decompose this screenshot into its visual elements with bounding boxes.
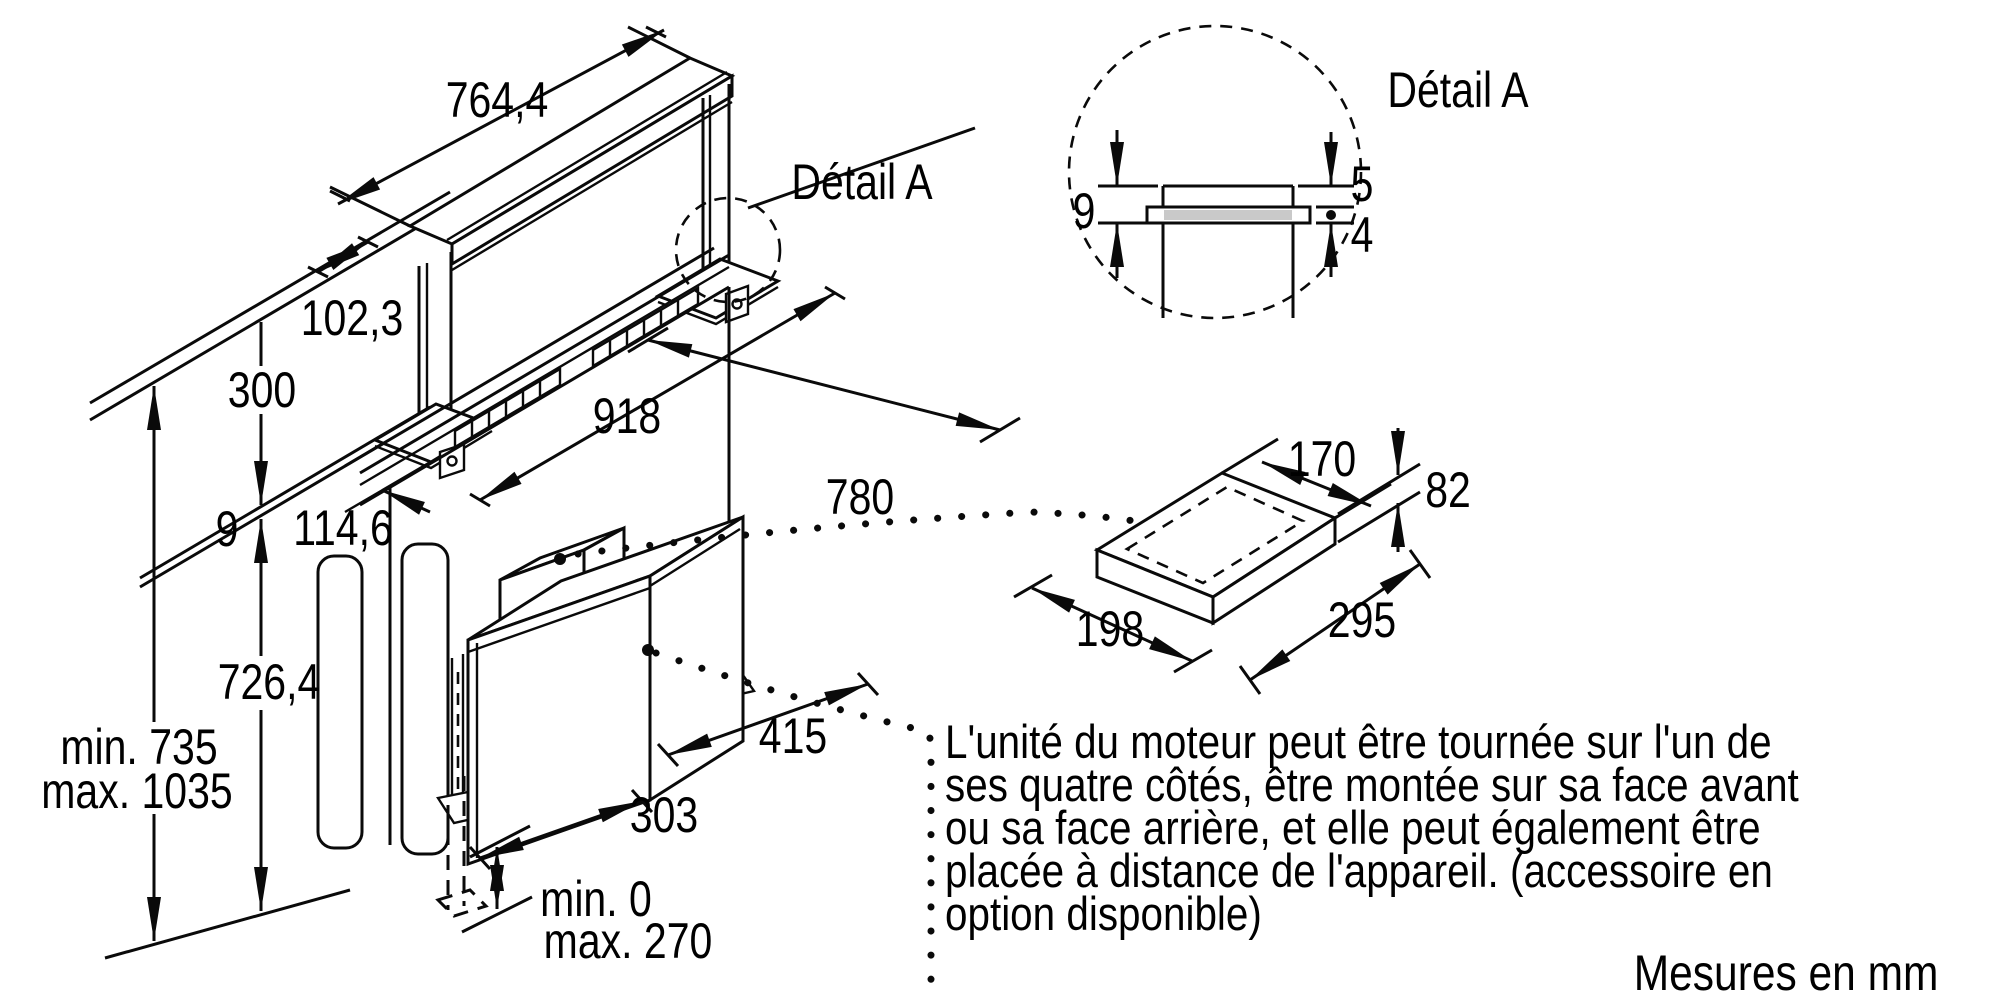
units-note: Mesures en mm <box>1633 945 1938 1000</box>
dim-cutout-width: 918 <box>592 388 662 444</box>
detail-dim-5: 5 <box>1350 156 1374 212</box>
note-line: ses quatre côtés, être montée sur sa fac… <box>945 758 1799 811</box>
dim-height-300: 300 <box>227 362 297 418</box>
filter-box <box>466 514 745 867</box>
main-view <box>89 25 1021 960</box>
motor-dim-198: 198 <box>1075 601 1145 657</box>
motor-unit-note: L'unité du moteur peut être tournée sur … <box>945 715 1938 940</box>
note-line: ou sa face arrière, et elle peut égaleme… <box>945 801 1761 854</box>
detail-dim-9: 9 <box>1072 183 1096 239</box>
dim-height-max: max. 1035 <box>41 763 233 819</box>
dim-duct-303: 303 <box>629 787 699 843</box>
dimension-lines <box>147 25 1021 941</box>
detail-a-view <box>1067 24 1363 320</box>
dim-extension-min: min. 0 <box>540 871 652 927</box>
dim-height-min: min. 735 <box>60 719 218 775</box>
detail-a-marker-label: Détail A <box>791 154 933 210</box>
detail-dim-4: 4 <box>1350 207 1374 263</box>
motor-dim-295: 295 <box>1327 592 1397 648</box>
motor-unit-detail <box>1013 428 1432 695</box>
dim-body-height: 726,4 <box>217 654 321 710</box>
dim-panel-offset: 102,3 <box>300 290 404 346</box>
motor-dim-170: 170 <box>1287 431 1357 487</box>
note-line: option disponible) <box>945 887 1262 940</box>
note-line: L'unité du moteur peut être tournée sur … <box>945 715 1772 768</box>
dim-extension-max: max. 270 <box>543 913 713 969</box>
detail-a-title: Détail A <box>1387 62 1529 118</box>
dim-panel-width: 764,4 <box>445 72 549 128</box>
dim-worktop-depth: 780 <box>825 469 895 525</box>
note-line: placée à distance de l'appareil. (access… <box>945 844 1773 897</box>
motor-dim-82: 82 <box>1425 462 1471 518</box>
dim-gap-9: 9 <box>215 501 239 557</box>
detail-a-marker-circle <box>674 196 782 304</box>
dim-front-offset: 114,6 <box>293 500 393 556</box>
dim-duct-415: 415 <box>758 708 828 764</box>
